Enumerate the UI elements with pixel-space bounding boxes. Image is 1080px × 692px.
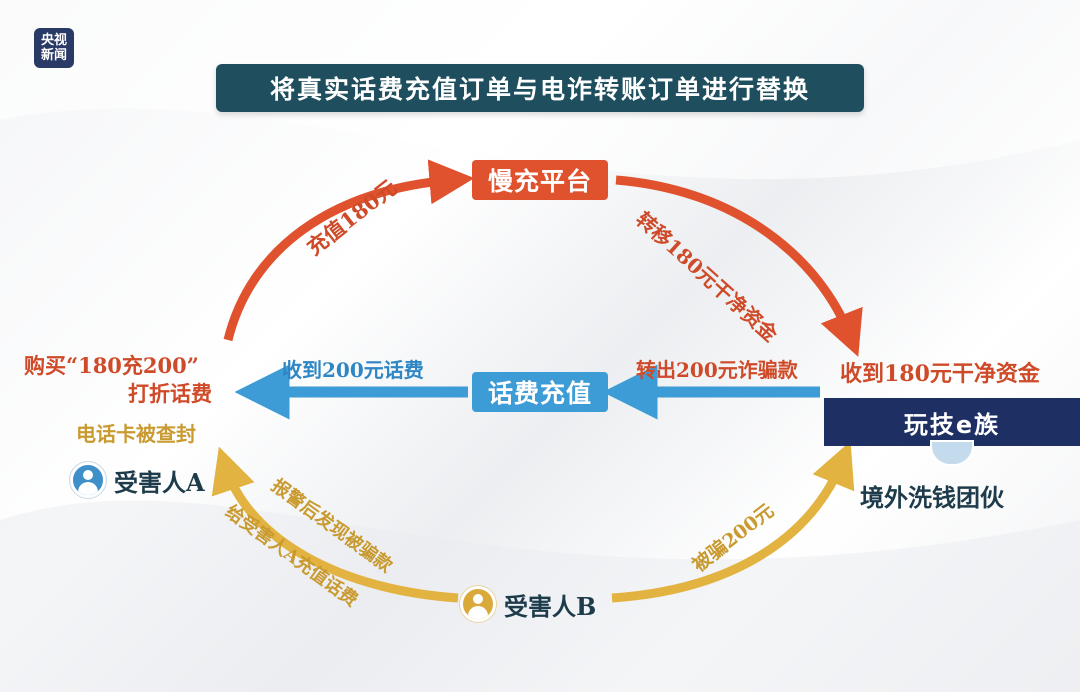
watermark-banner: 玩技e族 xyxy=(824,398,1080,446)
label-receive-clean: 收到180元干净资金 xyxy=(840,361,1040,387)
node-slow-charge-platform: 慢充平台 xyxy=(472,160,608,200)
logo-line1: 央视 xyxy=(40,33,67,48)
label-transfer-fraud: 转出200元诈骗款 xyxy=(636,358,798,382)
victim-a: 受害人A xyxy=(70,462,205,498)
victim-a-label: 受害人A xyxy=(114,467,205,497)
person-icon xyxy=(70,462,106,498)
label-buy-line2: 打折话费 xyxy=(128,381,212,406)
label-buy-line1: 购买“180充200” xyxy=(24,353,199,378)
label-card-sealed: 电话卡被查封 xyxy=(76,422,196,446)
person-icon xyxy=(460,586,496,622)
arrow-transfer-clean xyxy=(615,175,863,357)
victim-b-label: 受害人B xyxy=(504,591,597,621)
node-overseas-gang: 境外洗钱团伙 xyxy=(860,483,1004,512)
arrow-report xyxy=(211,446,459,603)
cctv-news-logo: 央视 新闻 xyxy=(34,28,74,68)
arrow-topup-180 xyxy=(223,159,475,342)
page-title: 将真实话费充值订单与电诈转账订单进行替换 xyxy=(216,64,864,112)
arrow-scammed xyxy=(611,441,855,603)
label-receive-bill: 收到200元话费 xyxy=(282,358,424,382)
node-phone-recharge: 话费充值 xyxy=(472,372,608,412)
logo-line2: 新闻 xyxy=(40,48,67,63)
victim-b: 受害人B xyxy=(460,586,596,622)
